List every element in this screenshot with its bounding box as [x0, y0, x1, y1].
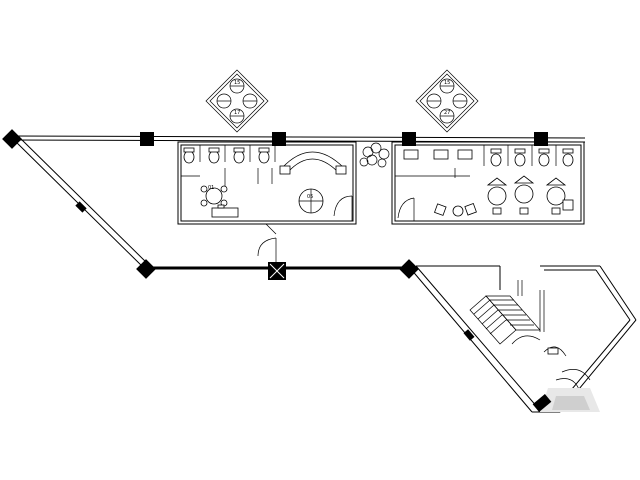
room-tag-1: 01: [208, 185, 214, 191]
stair-wing: [409, 265, 637, 413]
tag-left-top-label: 15: [234, 80, 240, 86]
lower-door: [257, 223, 277, 262]
planter: [359, 142, 390, 168]
left-diagonal-wall: [2, 129, 151, 271]
left-restroom-block: [177, 141, 357, 225]
tag-right-bottom-label: 27: [444, 110, 450, 116]
tag-right-top-label: 15: [444, 80, 450, 86]
upper-wall-columns: [140, 132, 548, 146]
upper-exterior-wall: [11, 135, 586, 143]
room-tag-2: 05: [307, 194, 313, 200]
room-tags: 01 05: [208, 185, 313, 200]
right-restroom-block: [391, 141, 585, 225]
tag-left-bottom-label: 17: [234, 110, 240, 116]
diamond-tag-left: 15 17: [205, 69, 269, 133]
diamond-tag-right: 15 27: [415, 69, 479, 133]
lower-exterior-wall: [136, 259, 419, 280]
